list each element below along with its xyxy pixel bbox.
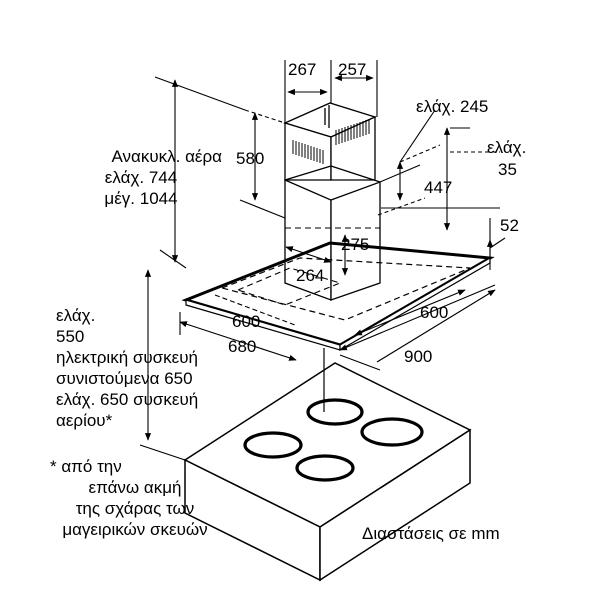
dim-lower-chimney: 447	[424, 178, 452, 197]
dim-600-right: 600	[420, 303, 448, 322]
clearance-line-1: ελάχ.	[56, 306, 96, 325]
recirculation-label: Ανακυκλ. αέρα ελάχ. 744 μέγ. 1044	[40, 146, 222, 209]
clearance-line-6: αερίου*	[56, 411, 113, 430]
dim-52: 52	[500, 216, 519, 235]
dim-275: 275	[341, 235, 369, 254]
footnote: * από την επάνω ακμή της σχάρας των μαγε…	[40, 456, 230, 540]
dim-min-35-label: ελάχ.	[487, 138, 526, 157]
footnote-line-2: επάνω ακμή	[88, 478, 182, 497]
dim-680: 680	[228, 337, 256, 356]
dim-264: 264	[296, 266, 324, 285]
vent-grille-right	[335, 119, 370, 145]
units-note: Διαστάσεις σε mm	[362, 524, 500, 543]
clearance-label: ελάχ. 550 ηλεκτρική συσκευή συνιστούμενα…	[56, 305, 198, 431]
recirculation-line-1: Ανακυκλ. αέρα	[111, 147, 222, 166]
dim-900: 900	[404, 347, 432, 366]
footnote-line-4: μαγειρικών σκευών	[62, 520, 208, 539]
clearance-line-3: ηλεκτρική συσκευή	[56, 348, 198, 367]
clearance-line-5: ελάχ. 650 συσκευή	[56, 390, 199, 409]
recirculation-line-3: μέγ. 1044	[104, 189, 178, 208]
dim-chimney-depth: 257	[338, 60, 366, 79]
clearance-line-2: 550	[56, 327, 85, 346]
footnote-line-1: * από την	[50, 457, 122, 476]
cooktop	[183, 348, 472, 582]
dim-upper-chimney: 580	[236, 149, 264, 168]
dim-chimney-width: 267	[288, 60, 316, 79]
clearance-line-4: συνιστούμενα 650	[56, 369, 193, 388]
dimension-lines	[139, 60, 506, 461]
dim-min-35-value: 35	[498, 160, 517, 179]
recirculation-line-2: ελάχ. 744	[104, 168, 178, 187]
vent-grille-left	[292, 140, 324, 164]
dimension-numbers: 267 257 580 447 275 264 52 600 600 680 9…	[228, 60, 526, 366]
upper-chimney	[283, 102, 377, 181]
footnote-line-3: της σχάρας των	[75, 499, 195, 518]
dim-min-245: ελάχ. 245	[416, 97, 488, 116]
dim-600-left: 600	[232, 312, 260, 331]
